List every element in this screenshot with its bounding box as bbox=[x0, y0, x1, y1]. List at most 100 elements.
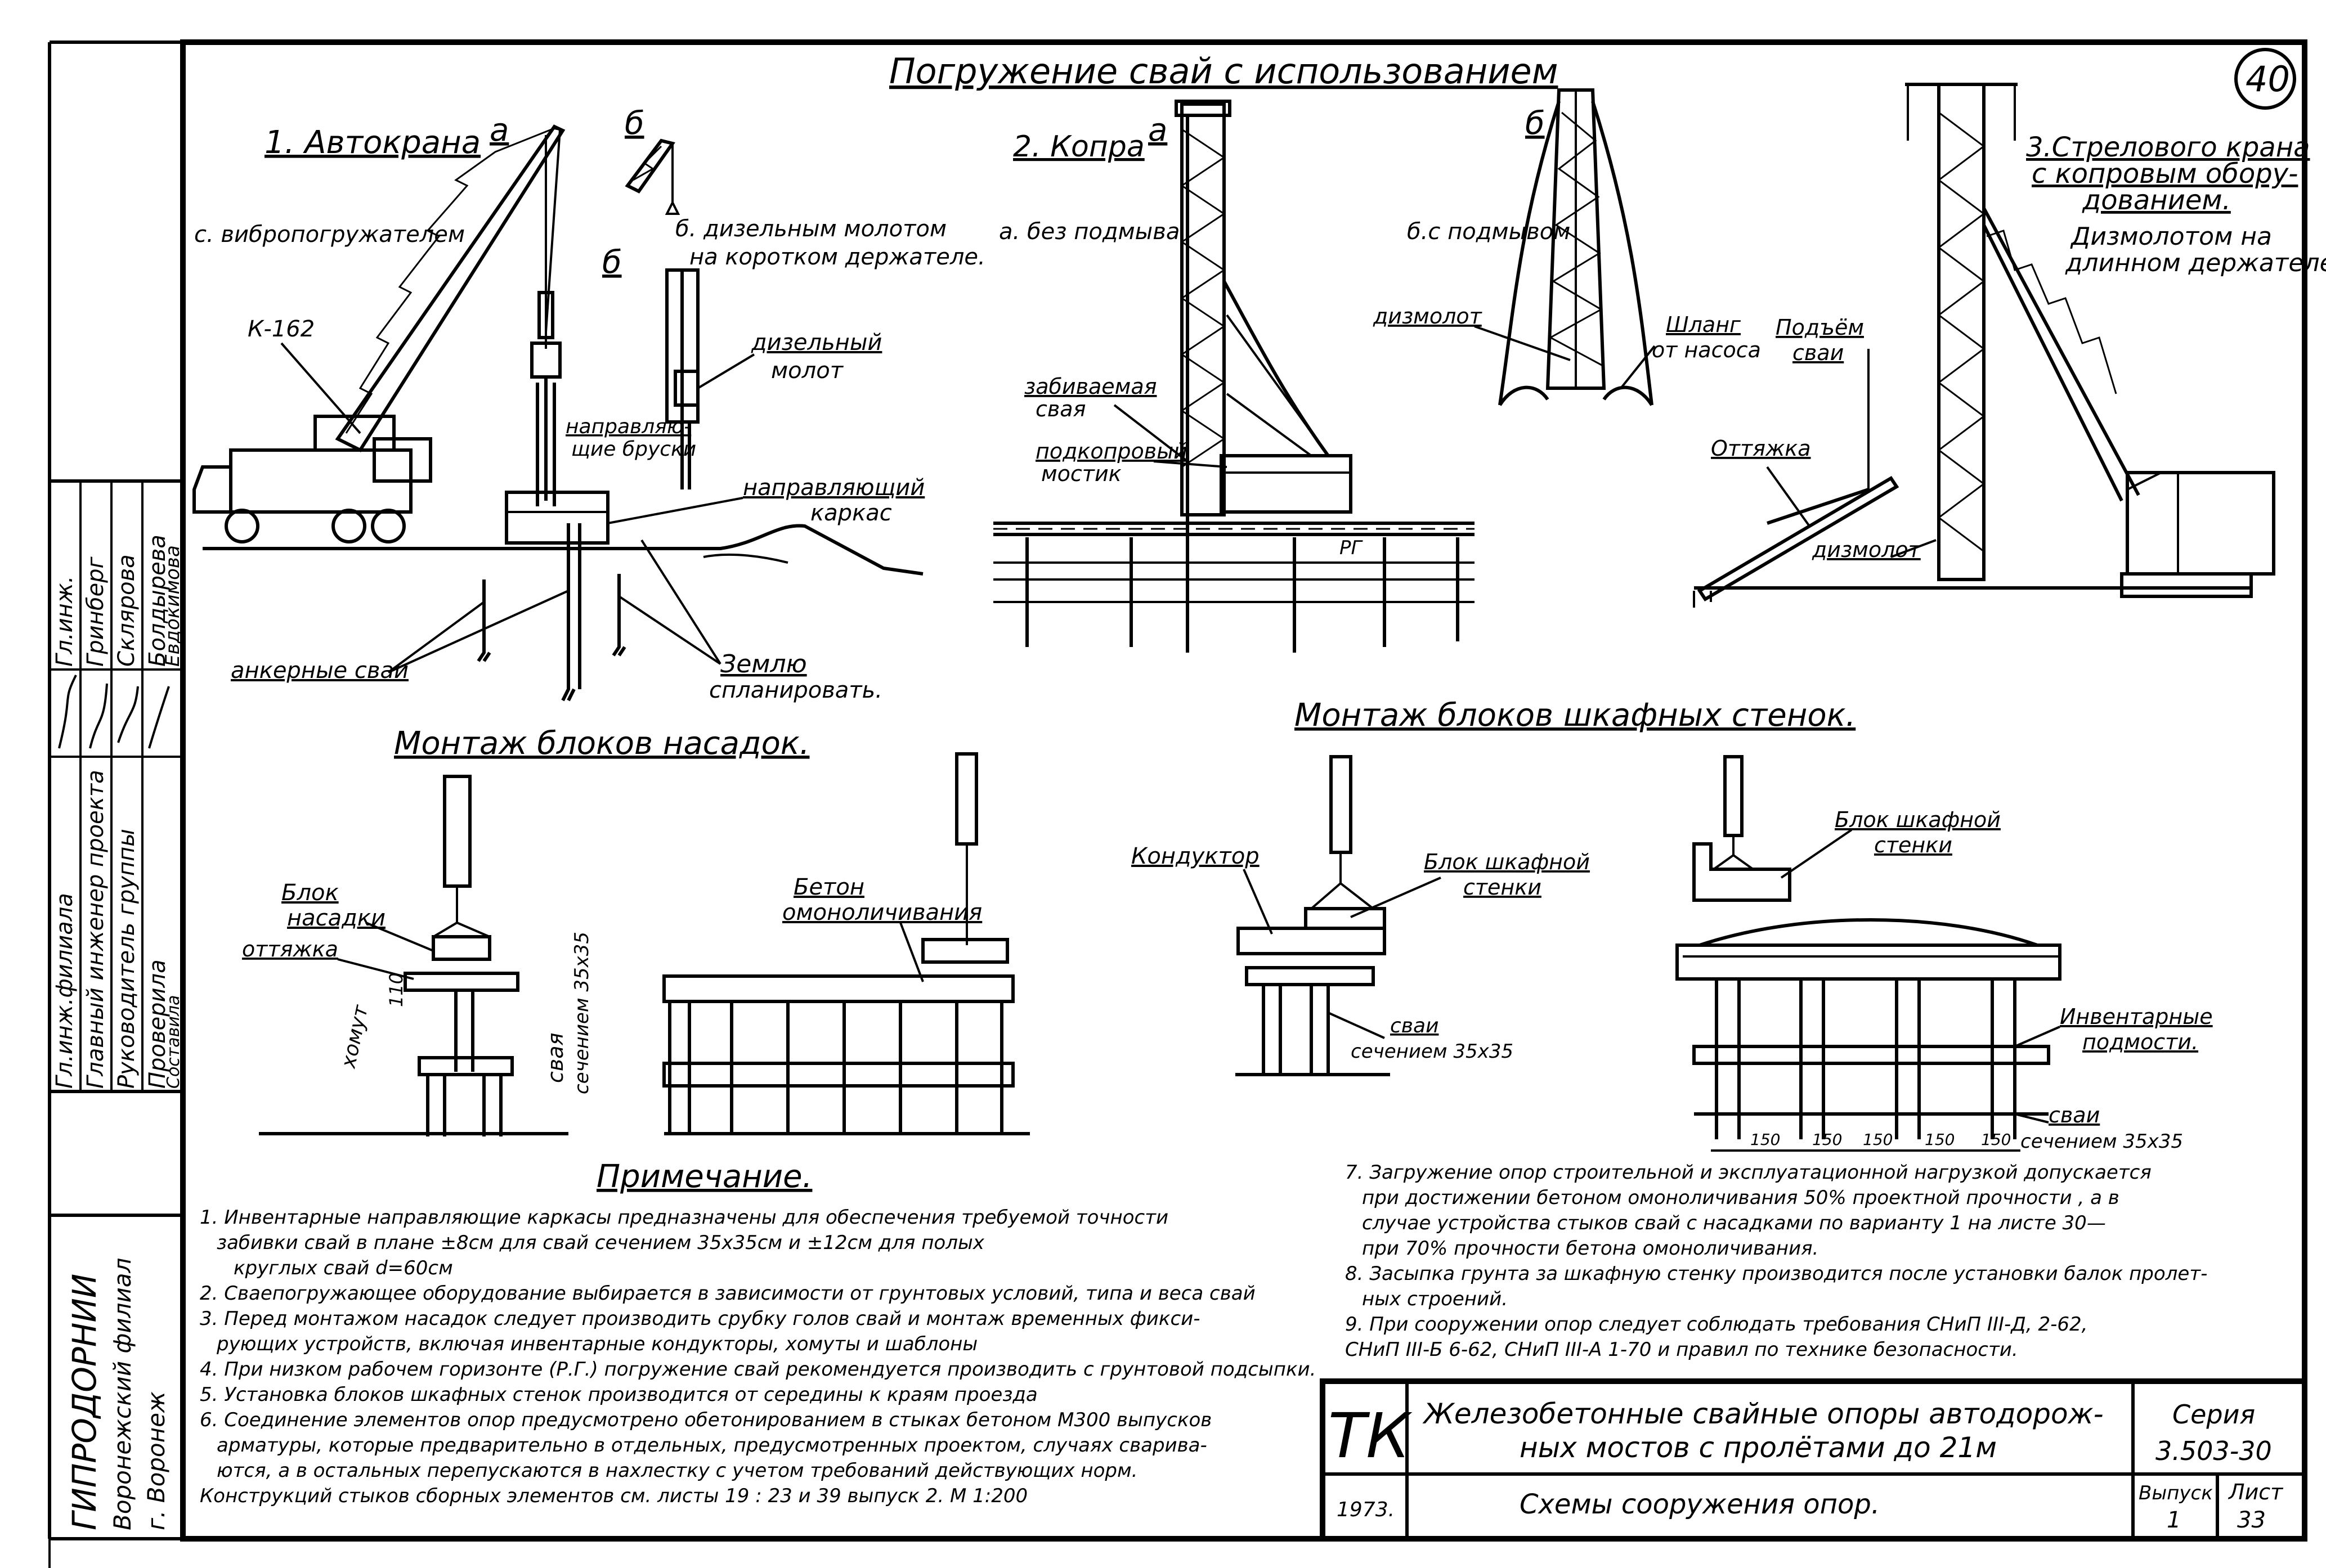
lift-label-1: Подъём bbox=[1776, 315, 1864, 340]
pile-driver-label-a: а bbox=[1148, 112, 1167, 149]
concrete-label-2: омоноличивания bbox=[782, 900, 982, 925]
note-line: случае устройства стыков свай с насадкам… bbox=[1362, 1212, 2106, 1234]
note-line: ются, а в остальных перепускаются в нахл… bbox=[217, 1459, 1137, 1482]
caps-title: Монтаж блоков насадок. bbox=[394, 725, 810, 762]
guy-label: Оттяжка bbox=[1711, 436, 1811, 461]
wall-dim: 150 bbox=[1812, 1130, 1842, 1149]
sheet-number-circle bbox=[2234, 48, 2296, 110]
stamp-org: Воронежский филиал bbox=[109, 1258, 136, 1530]
stamp-name: Склярова bbox=[114, 554, 140, 667]
autocrane-section: 1. Автокрана а с. вибропогружателем К-16… bbox=[192, 105, 985, 703]
boom-crane-dizmolot: дизмолот bbox=[1812, 537, 1922, 562]
stamp-role: Гл.инж.филиала bbox=[52, 893, 78, 1089]
tb-series-value: 3.503-30 bbox=[2155, 1436, 2272, 1466]
stamp-name: Гринберг bbox=[83, 556, 109, 667]
stamp-name: Болдырева bbox=[145, 534, 171, 667]
wall-block-b-label-1: Блок шкафной bbox=[1835, 807, 2001, 832]
stamp-role: Главный инженер проекта bbox=[83, 770, 109, 1089]
tb-issue-value: 1 bbox=[2167, 1507, 2181, 1533]
hose-label-1: Шланг bbox=[1666, 312, 1741, 337]
wall-dim: 150 bbox=[1750, 1130, 1780, 1149]
cap-guy-label: оттяжка bbox=[242, 937, 338, 962]
note-line: 5. Установка блоков шкафных стенок произ… bbox=[200, 1383, 1038, 1406]
lift-label-2: сваи bbox=[1792, 340, 1844, 365]
autocrane-label-a: а bbox=[490, 112, 509, 149]
tb-title-2: ных мостов с пролётами до 21м bbox=[1520, 1431, 1997, 1464]
sheet-number: 40 bbox=[2246, 59, 2290, 100]
note-line: 4. При низком рабочем горизонте (Р.Г.) п… bbox=[200, 1358, 1316, 1381]
tb-subtitle: Схемы сооружения опор. bbox=[1520, 1489, 1880, 1520]
wall-dim: 150 bbox=[1925, 1130, 1955, 1149]
piles-b-label-1: сваи bbox=[2049, 1103, 2100, 1127]
scaffold-label-2: подмости. bbox=[2082, 1030, 2198, 1054]
pile-driver-variant-b: б.с подмывом bbox=[1407, 219, 1570, 245]
note-line: 3. Перед монтажом насадок следует произв… bbox=[200, 1308, 1200, 1330]
stamp-role: Проверила bbox=[145, 959, 171, 1089]
concrete-label-1: Бетон bbox=[794, 874, 864, 900]
left-stamp: Гл.инж.филиала Главный инженер проекта Р… bbox=[50, 479, 184, 1530]
autocrane-variant-b-2: на коротком держателе. bbox=[689, 244, 985, 270]
cap-dim: 110 bbox=[386, 973, 407, 1007]
pile-driver-variant-a: а. без подмыва bbox=[999, 219, 1180, 245]
note-line: забивки свай в плане ±8см для свай сечен… bbox=[217, 1232, 985, 1254]
piles-b-label-2: сечением 35х35 bbox=[2020, 1130, 2183, 1153]
note-line: при 70% прочности бетона омоноличивания. bbox=[1362, 1237, 1818, 1260]
note-line: 2. Сваепогружающее оборудование выбирает… bbox=[200, 1282, 1256, 1305]
water-level-label: РГ bbox=[1339, 537, 1364, 559]
note-line: 8. Засыпка грунта за шкафную стенку прои… bbox=[1345, 1263, 2207, 1285]
guide-frame-label-1: направляющий bbox=[743, 475, 925, 501]
driven-pile-label-2: свая bbox=[1036, 397, 1086, 421]
cap-block-label-1: Блок bbox=[281, 880, 339, 906]
tb-sheet-label: Лист bbox=[2228, 1480, 2284, 1504]
wall-piles-label-2: сечением 35х35 bbox=[1351, 1040, 1513, 1063]
level-label-1: Землю bbox=[720, 650, 807, 679]
stamp-role: Руководитель группы bbox=[114, 829, 140, 1089]
note-line: Конструкций стыков сборных элементов см.… bbox=[200, 1485, 1028, 1507]
wall-block-b-label-2: стенки bbox=[1874, 833, 1952, 857]
autocrane-label-b2: б bbox=[602, 244, 622, 281]
wall-dim: 150 bbox=[1863, 1130, 1893, 1149]
scaffold-label-1: Инвентарные bbox=[2060, 1004, 2213, 1029]
guide-bars-label-2: щие бруски bbox=[571, 438, 696, 461]
autocrane-title: 1. Автокрана bbox=[265, 124, 481, 161]
tb-issue-label: Выпуск bbox=[2139, 1482, 2213, 1504]
note-line: арматуры, которые предварительно в отдел… bbox=[217, 1434, 1207, 1457]
boom-crane-title-3: дованием. bbox=[2082, 185, 2231, 216]
autocrane-label-b: б bbox=[625, 105, 644, 142]
notes-title: Примечание. bbox=[597, 1158, 812, 1195]
tb-sheet-value: 33 bbox=[2237, 1507, 2266, 1533]
level-label-2: спланировать. bbox=[709, 677, 882, 703]
wall-block-label-1: Блок шкафной bbox=[1424, 850, 1590, 874]
note-line: СНиП III-Б 6-62, СНиП III-А 1-70 и прави… bbox=[1345, 1338, 2018, 1361]
stamp-name: Гл.инж. bbox=[52, 576, 78, 667]
tb-series-label: Серия bbox=[2172, 1399, 2255, 1430]
main-title: Погружение свай с использованием bbox=[889, 51, 1558, 92]
sheet-frame bbox=[48, 39, 2307, 1568]
cap-clamp-label: хомут bbox=[337, 1003, 373, 1071]
autocrane-variant-a: с. вибропогружателем bbox=[194, 222, 465, 248]
boom-crane-subtitle-1: Дизмолотом на bbox=[2070, 222, 2272, 251]
driven-pile-label-1: забиваемая bbox=[1024, 374, 1157, 399]
anchor-piles-label: анкерные сваи bbox=[231, 658, 409, 684]
stamp-name: Евдокимова bbox=[162, 545, 184, 667]
walls-section: Монтаж блоков шкафных стенок. Кондуктор … bbox=[1131, 697, 2213, 1153]
stamp-org: г. Воронеж bbox=[142, 1391, 170, 1530]
autocrane-variant-b-1: б. дизельным молотом bbox=[675, 216, 947, 242]
tb-tk: ТК bbox=[1328, 1400, 1413, 1472]
note-line: при достижении бетоном омоноличивания 50… bbox=[1362, 1187, 2119, 1209]
guide-bars-label-1: направляю- bbox=[566, 415, 691, 438]
title-block: ТК Железобетонные свайные опоры автодоро… bbox=[1320, 1378, 2307, 1542]
dizmolot-label: дизмолот bbox=[1373, 304, 1483, 329]
wall-dim: 150 bbox=[1981, 1130, 2011, 1149]
boom-crane-subtitle-2: длинном держателе bbox=[2065, 249, 2326, 277]
pile-driver-label-b: б bbox=[1525, 105, 1545, 142]
note-line: 7. Загружение опор строительной и эксплу… bbox=[1345, 1161, 2152, 1184]
note-line: 6. Соединение элементов опор предусмотре… bbox=[200, 1409, 1212, 1431]
tb-year: 1973. bbox=[1337, 1498, 1395, 1521]
diesel-hammer-label-1: дизельный bbox=[751, 330, 882, 356]
boom-crane-title-1: 3.Стрелового крана bbox=[2026, 132, 2310, 163]
note-line: 9. При сооружении опор следует соблюдать… bbox=[1345, 1313, 2087, 1336]
note-line: 1. Инвентарные направляющие каркасы пред… bbox=[200, 1206, 1168, 1229]
wall-piles-label-1: сваи bbox=[1390, 1014, 1438, 1037]
bridge-label-2: мостик bbox=[1041, 461, 1122, 486]
